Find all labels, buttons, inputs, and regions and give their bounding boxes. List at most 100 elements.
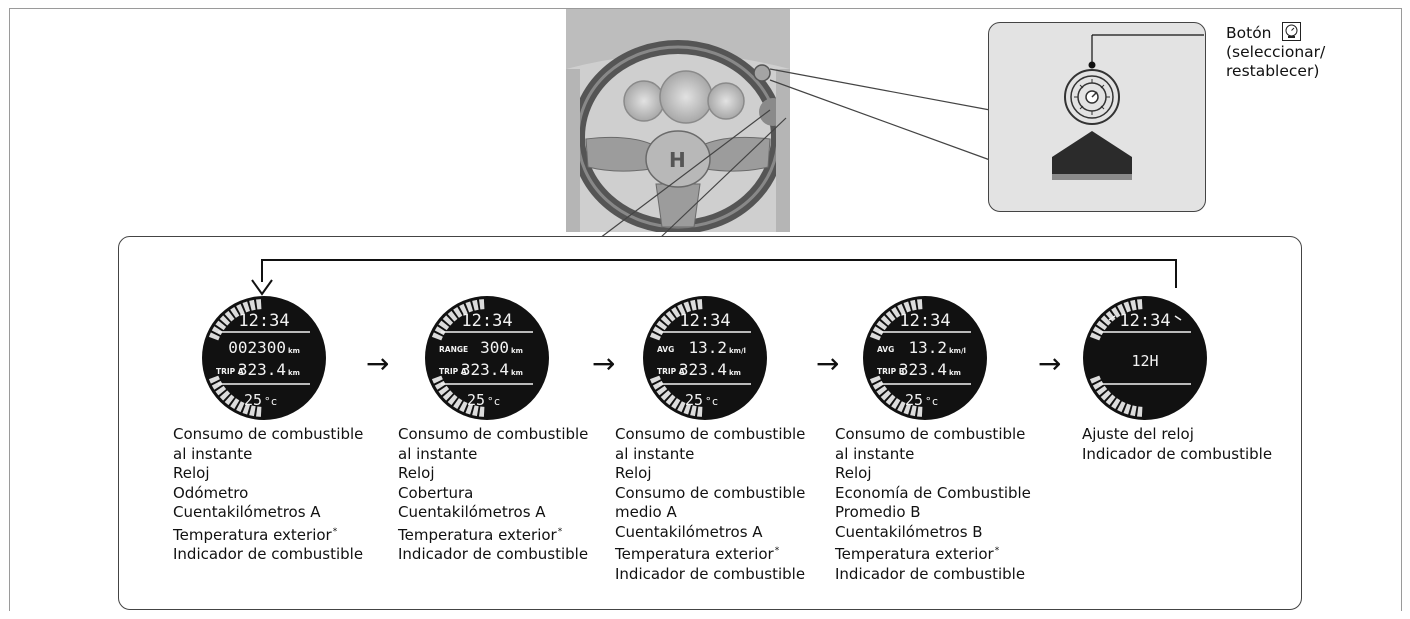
lcd-row-value: 13.2 (688, 338, 727, 357)
caption-line: Reloj (835, 464, 872, 482)
button-callout-box (988, 22, 1219, 212)
gauge-segment (447, 394, 458, 406)
gauge-segment (219, 390, 231, 401)
lcd-row-value: 13.2 (908, 338, 947, 357)
gauge-segment (1105, 394, 1116, 406)
lcd-clock-mode: 12H (1131, 352, 1158, 370)
gauge-segment (1111, 398, 1121, 409)
gauge-segment (256, 299, 262, 310)
gauge-segment (683, 301, 691, 313)
gauge-segment (472, 405, 479, 417)
lcd-row-unit: km (511, 369, 523, 377)
lcd-row-value: 300 (480, 338, 509, 357)
gauge-segment (872, 326, 884, 336)
lcd-row-value: 002300 (228, 338, 286, 357)
gauge-segment (1105, 310, 1116, 322)
gauge-segment (656, 385, 668, 396)
asterisk: * (332, 526, 338, 537)
gauge-segment (208, 332, 220, 341)
display-caption-5: Ajuste del reloj Indicador de combustibl… (1082, 425, 1272, 464)
gauge-segment (1089, 375, 1101, 384)
caption-line: Temperatura exterior (173, 525, 332, 544)
gauge-segment (447, 310, 458, 322)
gauge-segment (242, 403, 250, 415)
lcd-clock: 12:34 (679, 311, 730, 331)
asterisk: * (774, 546, 780, 556)
gauge-segment (1137, 406, 1143, 417)
gauge-segment (1092, 380, 1104, 390)
gauge-segment (683, 403, 691, 415)
gauge-segment (649, 375, 661, 384)
lcd-clock: 12:34 (461, 311, 512, 331)
lcd-row-label: AVG (877, 345, 894, 354)
caption-line: Reloj (398, 464, 435, 482)
gauge-segment (690, 405, 697, 417)
lcd-row-label: TRIP A (657, 367, 685, 376)
gauge-segment (230, 398, 240, 409)
lcd-row-unit: km/l (949, 347, 966, 355)
gauge-segment (885, 310, 896, 322)
display-caption-3: Consumo de combustible al instante Reloj… (615, 425, 805, 584)
gauge-segment (671, 398, 681, 409)
svg-text:H: H (669, 148, 686, 172)
gauge-segment (1096, 385, 1108, 396)
gauge-segment (211, 326, 223, 336)
lcd-temperature-unit: °c (264, 395, 277, 408)
gauge-segment (442, 315, 454, 326)
caption-line: Ajuste del reloj (1082, 425, 1194, 443)
gauge-segment (211, 380, 223, 390)
gauge-segment (442, 390, 454, 401)
lcd-face (643, 296, 767, 420)
caption-line: Reloj (173, 464, 210, 482)
select-reset-button-illustration (1052, 34, 1219, 180)
lcd-row-value: 323.4 (679, 360, 727, 379)
caption-line: al instante (173, 444, 253, 463)
gauge-segment (431, 332, 443, 341)
gauge-segment (459, 401, 468, 413)
display-caption-2: Consumo de combustible al instante Reloj… (398, 425, 588, 565)
gauge-segment (897, 401, 906, 413)
caption-line: Consumo de combustible (173, 425, 364, 443)
gauge-segment (1130, 405, 1137, 417)
caption-line: Consumo de combustible (398, 425, 589, 443)
gauge-segment (1123, 301, 1131, 313)
lcd-clock: 12:34 (238, 311, 289, 331)
gauge-segment (459, 303, 468, 315)
caption-line: Indicador de combustible (615, 564, 806, 583)
gauge-segment (453, 307, 463, 318)
gauge-segment (665, 310, 676, 322)
gauge-segment (256, 406, 262, 417)
caption-line: Economía de Combustible (835, 483, 1031, 502)
gauge-segment (208, 375, 220, 384)
gauge-segment (917, 299, 923, 310)
gauge-segment (224, 394, 235, 406)
button-desc-line1: (seleccionar/ (1226, 43, 1326, 61)
gauge-segment (649, 332, 661, 341)
lcd-face (425, 296, 549, 420)
gauge-segment (917, 406, 923, 417)
gauge-segment (1117, 303, 1126, 315)
lcd-temperature-unit: °c (705, 395, 718, 408)
lcd-temperature: 25 (905, 391, 923, 409)
lcd-face (1083, 296, 1207, 420)
gauge-segment (671, 307, 681, 318)
gauge-segment (453, 398, 463, 409)
gauge-segment (219, 315, 231, 326)
gauge-segment (465, 301, 473, 313)
gauge-segment (656, 320, 668, 331)
gauge-segment (897, 303, 906, 315)
button-label: Botón (1226, 24, 1272, 42)
gauge-segment (880, 390, 892, 401)
gauge-segment (1137, 299, 1143, 310)
lcd-temperature: 25 (467, 391, 485, 409)
gauge-segment (242, 301, 250, 313)
lcd-row-unit: km (729, 369, 741, 377)
caption-line: Temperatura exterior (398, 525, 557, 544)
caption-line: Odómetro (173, 483, 249, 502)
gauge-segment (910, 405, 917, 417)
lcd-row-label: AVG (657, 345, 674, 354)
